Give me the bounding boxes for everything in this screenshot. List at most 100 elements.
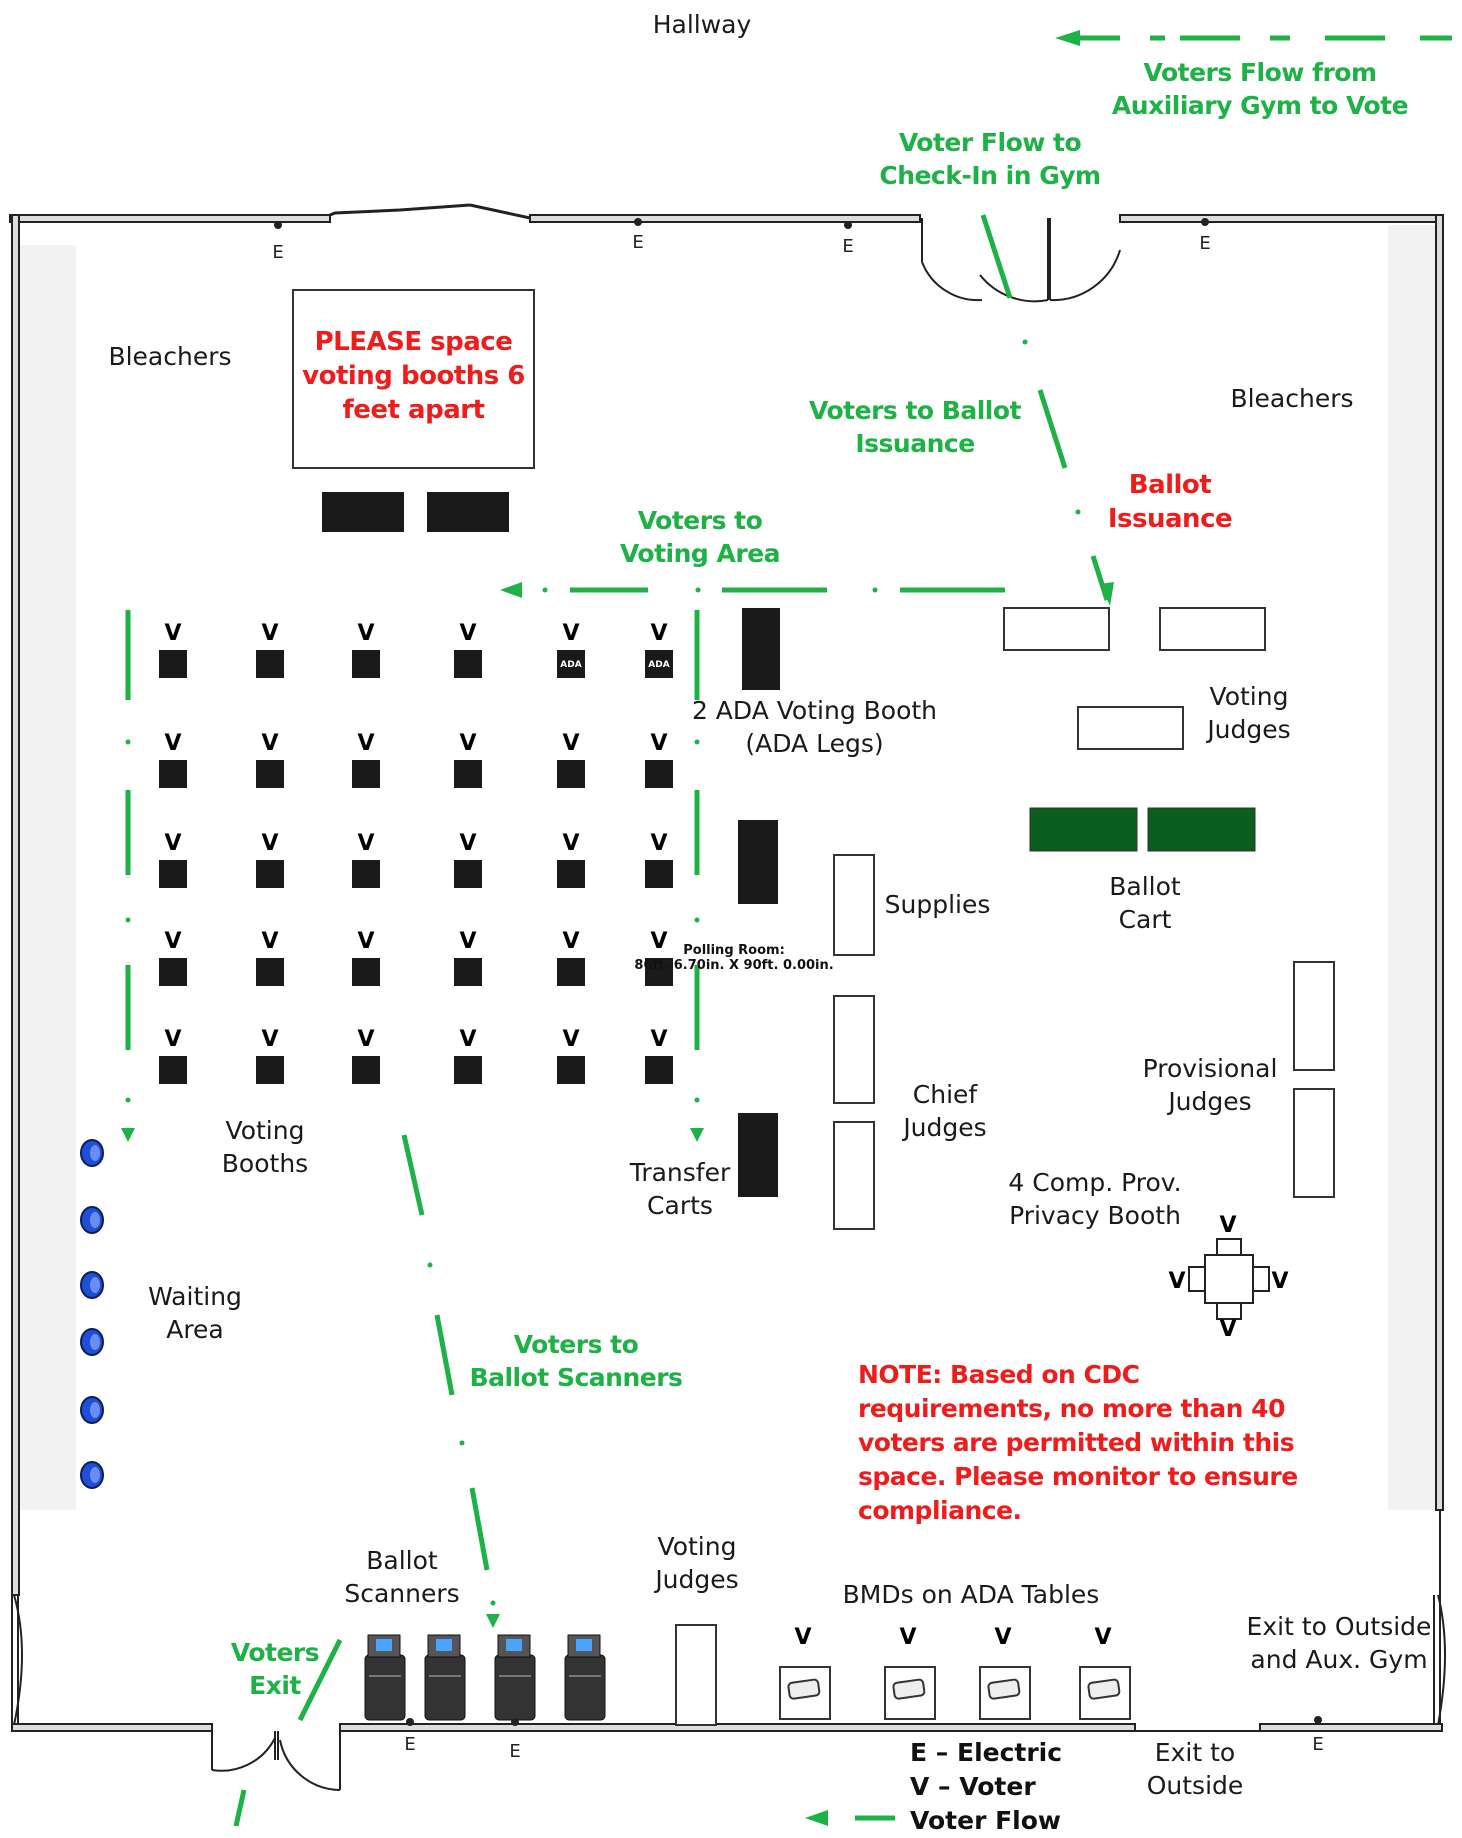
waiting-chair-seat <box>90 1145 100 1161</box>
voting-booth <box>256 1056 284 1084</box>
bmds-label: BMDs on ADA Tables <box>842 1580 1100 1609</box>
flow-aux-gym-label: Voters Flow from Auxiliary Gym to Vote <box>1100 56 1420 122</box>
voter-mark: V <box>357 831 374 856</box>
ada-booth-line-1: 2 ADA Voting Booth <box>691 696 938 725</box>
voter-mark: V <box>357 929 374 954</box>
electric-outlet <box>634 218 642 226</box>
waiting-chair-seat <box>90 1402 100 1418</box>
ballot-scanner <box>564 1654 606 1721</box>
provisional-judges-table-1 <box>1293 961 1335 1071</box>
voting-booth <box>159 958 187 986</box>
ballot-cart-1 <box>1029 807 1138 852</box>
voter-mark: V <box>562 831 579 856</box>
ballot-issuance-line-2: Issuance <box>1107 504 1233 534</box>
voter-mark: V <box>261 929 278 954</box>
voting-booth <box>352 650 380 678</box>
right-wall <box>1435 214 1444 1511</box>
supplies-label: Supplies <box>884 890 991 919</box>
voter-mark: V <box>357 621 374 646</box>
voting-judges-bottom-line-1: Voting <box>657 1532 737 1561</box>
electric-outlet <box>1314 1716 1322 1724</box>
bmd-device <box>787 1678 821 1700</box>
voter-mark: V <box>459 929 476 954</box>
ballot-scanners-line-2: Scanners <box>344 1579 460 1608</box>
voting-judges-top-label: Voting Judges <box>1190 680 1308 746</box>
voting-judges-top-line-2: Judges <box>1207 715 1291 744</box>
bleachers-right-label: Bleachers <box>1230 384 1354 413</box>
voting-booth <box>645 860 673 888</box>
voting-booth <box>557 958 585 986</box>
flow-voting-area-line-1: Voters to <box>637 506 763 535</box>
cdc-note-line-5: compliance. <box>858 1496 1022 1525</box>
voter-mark: V <box>899 1625 916 1650</box>
ballot-cart-line-2: Cart <box>1118 905 1172 934</box>
polling-room-label: Polling Room: 86ft. 6.70in. X 90ft. 0.00… <box>624 943 844 973</box>
voter-mark: V <box>994 1625 1011 1650</box>
flow-check-in-line-1: Voter Flow to <box>898 128 1082 157</box>
flow-ballot-issuance-line-1: Voters to Ballot <box>809 396 1022 425</box>
right-door-arc <box>1437 1594 1446 1726</box>
voter-mark: V <box>261 621 278 646</box>
voting-booth <box>454 1056 482 1084</box>
voting-booth <box>454 860 482 888</box>
voting-booth <box>454 650 482 678</box>
ballot-scanner-screen <box>376 1639 392 1651</box>
voter-mark: V <box>164 929 181 954</box>
flow-check-in-label: Voter Flow to Check-In in Gym <box>860 126 1120 192</box>
voting-booth <box>454 958 482 986</box>
exit-outside-aux-line-2: and Aux. Gym <box>1250 1645 1428 1674</box>
ballot-issuance-line-1: Ballot <box>1128 470 1212 500</box>
transfer-carts-line-2: Carts <box>647 1191 713 1220</box>
flow-ballot-issuance-line-2: Issuance <box>855 429 975 458</box>
ballot-scanners-label: Ballot Scanners <box>340 1544 464 1610</box>
voting-booth <box>256 760 284 788</box>
voting-booth <box>645 1056 673 1084</box>
chief-judges-line-2: Judges <box>903 1113 987 1142</box>
comp-prov-privacy-booth <box>1188 1238 1270 1320</box>
voter-mark: V <box>650 929 667 954</box>
left-wall <box>11 214 20 1596</box>
polling-room-line-2: 86ft. 6.70in. X 90ft. 0.00in. <box>634 958 834 973</box>
ada-booth-line-2: (ADA Legs) <box>745 729 884 758</box>
voter-mark: V <box>1219 1317 1236 1342</box>
bmd-device <box>1087 1678 1121 1700</box>
voting-booth <box>256 860 284 888</box>
supplies-table <box>833 854 875 956</box>
ballot-scanner-screen <box>436 1639 452 1651</box>
polling-room-line-1: Polling Room: <box>683 943 785 958</box>
flow-arrowheads <box>121 30 1114 1826</box>
bleachers-left-area <box>20 245 76 1510</box>
ballot-scanner <box>424 1654 466 1721</box>
ballot-scanner-screen <box>506 1639 522 1651</box>
flow-exit-label: Voters Exit <box>210 1636 340 1702</box>
chief-judges-label: Chief Judges <box>890 1078 1000 1144</box>
spacing-notice-line-1: PLEASE space <box>314 327 513 357</box>
waiting-area-line-2: Area <box>166 1315 224 1344</box>
voting-booth <box>256 650 284 678</box>
provisional-judges-line-1: Provisional <box>1142 1054 1278 1083</box>
spacing-notice-line-2: voting booths 6 <box>302 361 525 391</box>
exit-outside-line-2: Outside <box>1146 1771 1244 1800</box>
cdc-note-line-2: requirements, no more than 40 <box>858 1394 1285 1423</box>
ballot-cart-line-1: Ballot <box>1109 872 1181 901</box>
exit-outside-aux-label: Exit to Outside and Aux. Gym <box>1244 1610 1434 1676</box>
waiting-area-label: Waiting Area <box>140 1280 250 1346</box>
voting-booth <box>557 760 585 788</box>
flow-ballot-issuance-label: Voters to Ballot Issuance <box>790 394 1040 460</box>
comp-prov-booth-line-2: Privacy Booth <box>1009 1201 1181 1230</box>
electric-outlet <box>844 221 852 229</box>
electric-mark: E <box>632 232 643 253</box>
electric-mark: E <box>272 242 283 263</box>
ballot-scanner <box>364 1654 406 1721</box>
voter-mark: V <box>261 731 278 756</box>
bottom-voting-judges-table <box>675 1624 717 1726</box>
voter-mark: V <box>1168 1269 1185 1294</box>
voting-booth <box>557 1056 585 1084</box>
cdc-note-line-1: NOTE: Based on CDC <box>858 1360 1140 1389</box>
electric-mark: E <box>842 236 853 257</box>
voter-mark: V <box>459 621 476 646</box>
waiting-chair-seat <box>90 1334 100 1350</box>
spacing-notice-line-3: feet apart <box>342 395 485 425</box>
